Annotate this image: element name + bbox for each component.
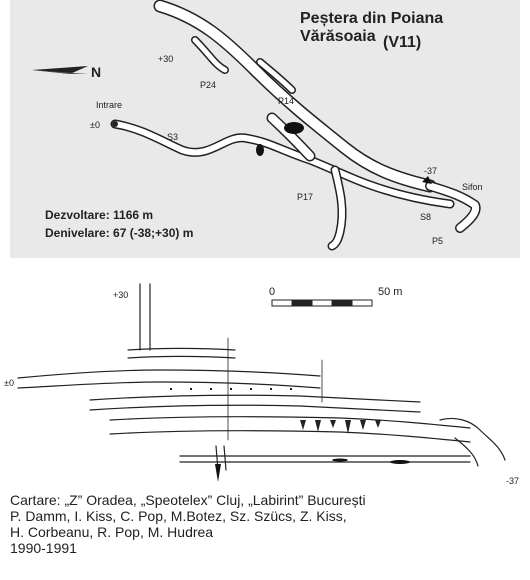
plan-drawing — [32, 0, 481, 251]
development-stat: Dezvoltare: 1166 m — [45, 208, 154, 222]
plan-water-blob — [284, 122, 304, 134]
label-p17: P17 — [297, 192, 314, 202]
label-p14: P14 — [278, 96, 295, 106]
profile-middle-gallery — [89, 394, 421, 413]
label-entrance-level: ±0 — [90, 120, 100, 130]
label-entrance: Intrare — [96, 100, 123, 110]
profile-entrance-gallery — [17, 369, 321, 389]
label-p24: P24 — [200, 80, 217, 90]
scale-bar — [271, 299, 373, 307]
profile-water-mark — [390, 460, 410, 464]
profile-drawing — [17, 283, 506, 482]
denivelation-stat: Denivelare: 67 (-38;+30) m — [45, 226, 194, 240]
label-s3: S3 — [167, 132, 179, 142]
north-arrow-icon — [32, 66, 88, 74]
plan-water-blob — [422, 176, 432, 184]
entrance-marker-icon — [112, 121, 118, 127]
credits-line: 1990-1991 — [10, 540, 77, 556]
profile-water-mark — [215, 464, 221, 482]
scale-end-label: 50 m — [378, 286, 403, 298]
map-subtitle: (V11) — [383, 34, 422, 51]
label-s8: S8 — [420, 212, 432, 222]
profile-label-minus37: -37 — [506, 476, 520, 486]
label-minus37: -37 — [424, 166, 438, 176]
profile-lower-gallery — [109, 416, 471, 443]
profile-label-plus30: +30 — [113, 290, 129, 300]
plan-view: Peștera din Poiana Vărăsoaia (V11) N Dez… — [10, 0, 520, 258]
scale-start-label: 0 — [269, 286, 276, 298]
profile-water-mark — [332, 458, 348, 462]
north-label: N — [91, 64, 102, 80]
credits-line: Cartare: „Z” Oradea, „Speotelex” Cluj, „… — [10, 492, 366, 508]
label-sifon: Sifon — [462, 182, 483, 192]
survey-credits: Cartare: „Z” Oradea, „Speotelex” Cluj, „… — [10, 492, 520, 556]
profile-upper-gallery — [127, 347, 236, 359]
map-title: Peștera din Poiana Vărăsoaia — [300, 10, 444, 45]
profile-shaft — [139, 283, 151, 351]
credits-line: H. Corbeanu, R. Pop, M. Hudrea — [10, 524, 214, 540]
plan-water-blob — [256, 144, 264, 156]
profile-base-gallery — [179, 455, 471, 463]
label-plus30: +30 — [158, 54, 174, 64]
profile-view: +30 ±0 -37 0 50 m — [0, 270, 530, 490]
profile-sump — [439, 417, 506, 467]
credits-line: P. Damm, I. Kiss, C. Pop, M.Botez, Sz. S… — [10, 508, 347, 524]
profile-floor-texture — [170, 388, 292, 390]
profile-label-zero: ±0 — [4, 378, 14, 388]
label-p5: P5 — [432, 236, 444, 246]
